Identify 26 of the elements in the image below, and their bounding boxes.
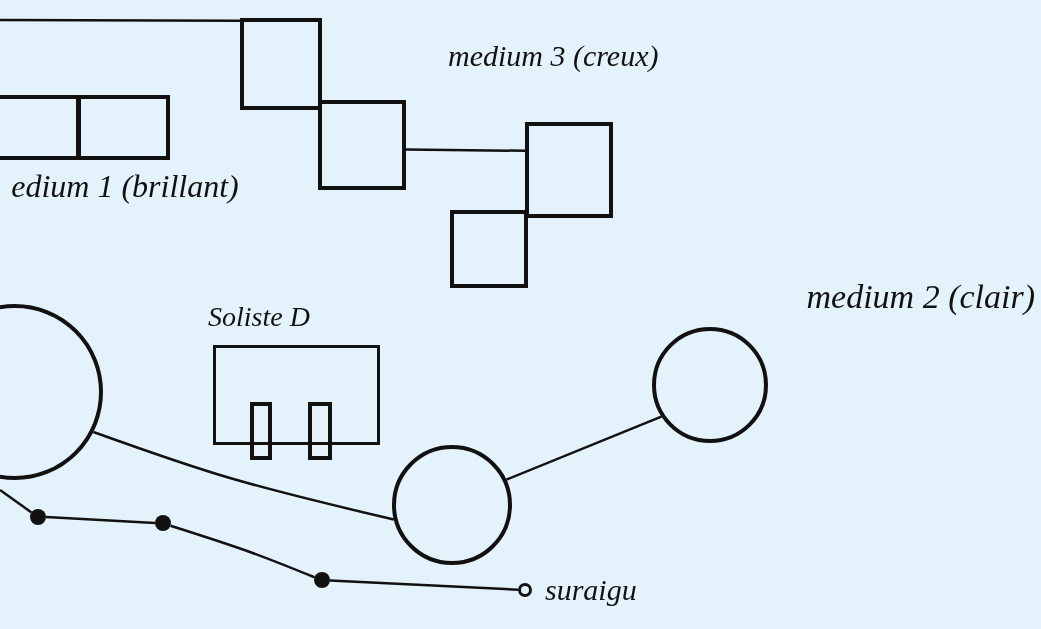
rectangle-outline <box>308 402 332 460</box>
circle-outline <box>392 445 512 565</box>
rectangle-outline <box>250 402 272 460</box>
circle-outline <box>652 327 768 443</box>
square-outline <box>525 122 613 218</box>
connector-line <box>0 489 33 514</box>
connector-line <box>329 579 519 591</box>
stand-heading: Soliste D <box>208 300 310 334</box>
square-outline <box>240 18 322 110</box>
handwritten-label: medium 3 (creux) <box>448 38 660 74</box>
connector-line <box>0 18 240 22</box>
dot-marker <box>30 509 46 525</box>
square-outline <box>318 100 406 190</box>
node-caption: edium 1 (brillant) <box>10 167 240 206</box>
connector-line <box>170 524 315 579</box>
connector-line <box>406 148 525 153</box>
node-caption: suraigu <box>545 572 638 608</box>
connector-line <box>505 415 662 481</box>
dot-marker <box>314 572 330 588</box>
divided-rectangle-outline <box>0 95 170 160</box>
dot-marker <box>155 515 171 531</box>
square-outline <box>450 210 528 288</box>
node-caption: medium 2 (clair) <box>805 277 1035 317</box>
connector-line <box>45 515 156 525</box>
small-circle-marker <box>518 583 532 597</box>
connector-line <box>93 430 395 521</box>
